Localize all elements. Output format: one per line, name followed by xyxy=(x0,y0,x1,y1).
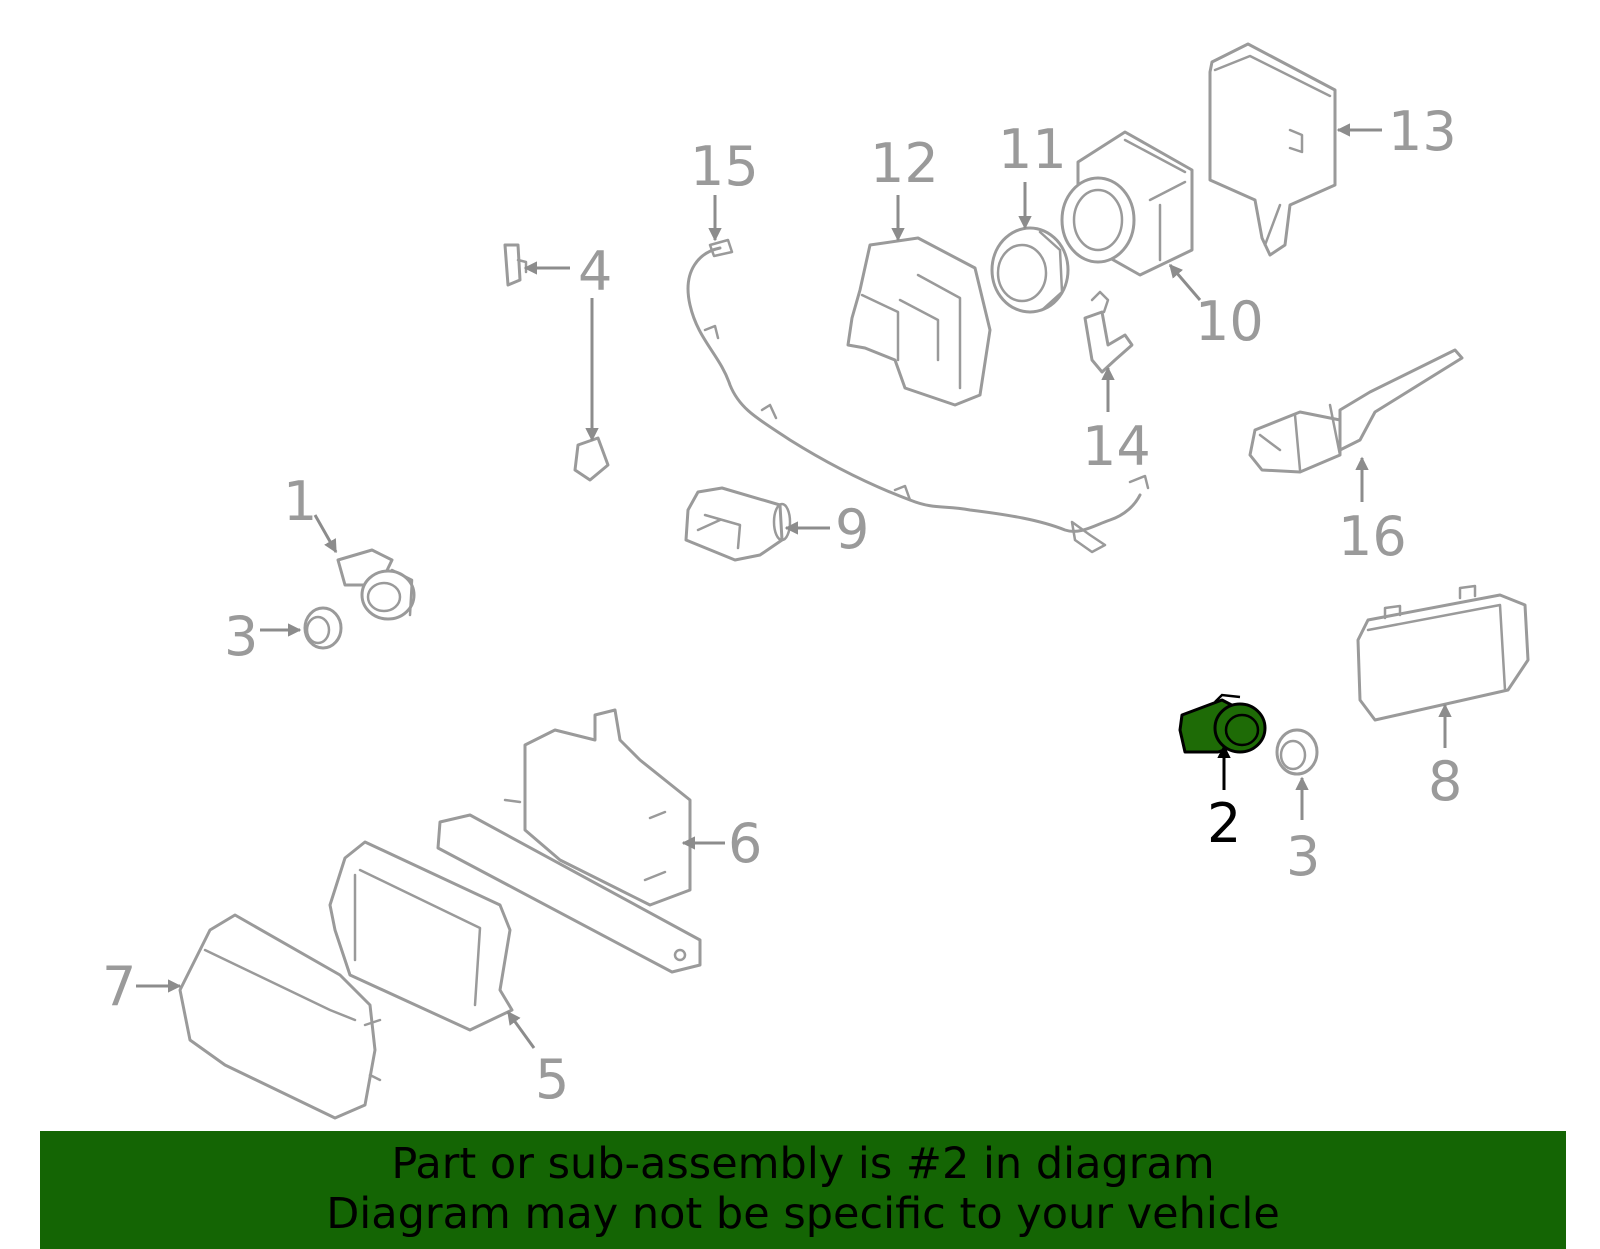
callout-8: 8 xyxy=(1428,750,1462,813)
part-14-connector xyxy=(1083,290,1134,374)
part-13-bracket xyxy=(1208,42,1337,257)
part-9-sensor xyxy=(684,486,792,562)
banner-line-1: Part or sub-assembly is #2 in diagram xyxy=(391,1139,1215,1189)
callout-6: 6 xyxy=(728,812,762,875)
callout-5: 5 xyxy=(535,1048,569,1111)
callout-14: 14 xyxy=(1082,415,1151,478)
callout-2-highlighted: 2 xyxy=(1207,792,1241,855)
callout-1: 1 xyxy=(283,470,317,533)
callout-13: 13 xyxy=(1388,100,1457,163)
leader-10 xyxy=(1168,263,1202,301)
leader-1 xyxy=(313,514,338,554)
banner-line-2: Diagram may not be specific to your vehi… xyxy=(326,1189,1280,1239)
part-15-wiring-harness xyxy=(686,238,1150,554)
callout-12: 12 xyxy=(870,132,939,195)
part-16-sensor xyxy=(1248,348,1464,474)
callout-4: 4 xyxy=(578,240,612,303)
callout-labels: 1 3 4 15 12 11 13 10 14 9 16 8 3 6 5 7 2 xyxy=(102,100,1462,1111)
callout-16: 16 xyxy=(1338,505,1407,568)
callout-11: 11 xyxy=(998,118,1067,181)
part-5-module xyxy=(328,840,514,1032)
part-3-grommet-left xyxy=(303,606,343,650)
part-1-sensor xyxy=(336,548,416,621)
info-banner: Part or sub-assembly is #2 in diagram Di… xyxy=(40,1131,1566,1249)
callout-9: 9 xyxy=(835,498,869,561)
callout-3-right: 3 xyxy=(1286,825,1320,888)
part-2-parking-sensor-highlighted[interactable] xyxy=(1178,693,1267,754)
part-10-camera xyxy=(1060,130,1194,277)
callout-10: 10 xyxy=(1195,290,1264,353)
callout-3-left: 3 xyxy=(224,605,258,668)
leader-lines xyxy=(136,123,1452,1049)
part-3-grommet-right xyxy=(1275,728,1319,776)
leader-5 xyxy=(506,1010,536,1049)
part-11-ring xyxy=(990,226,1070,314)
callout-7: 7 xyxy=(102,955,136,1018)
callout-15: 15 xyxy=(690,135,759,198)
part-12-control-unit xyxy=(846,236,992,407)
part-8-module xyxy=(1356,584,1530,722)
part-7-cover xyxy=(178,913,382,1120)
part-6-bracket xyxy=(436,708,702,974)
